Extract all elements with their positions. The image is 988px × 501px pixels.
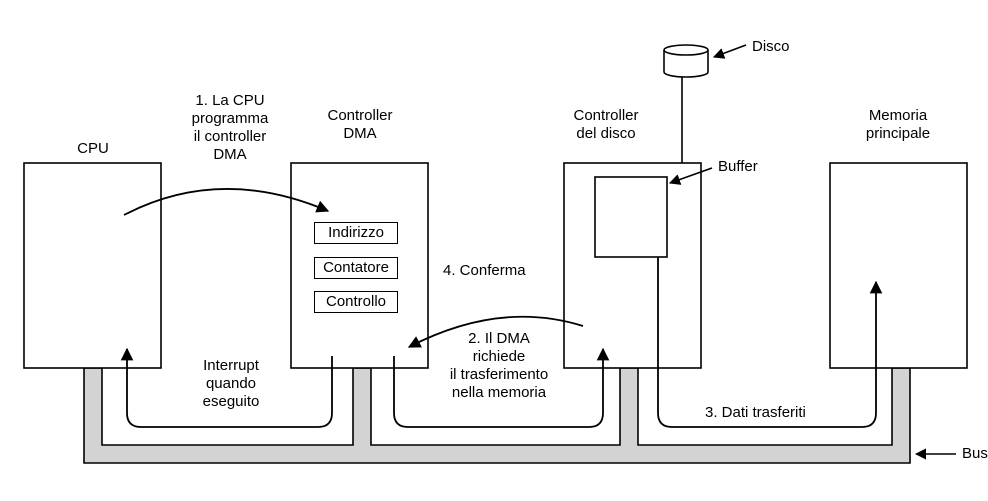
buffer-pointer-arrow <box>668 167 713 185</box>
buffer-box <box>594 176 668 258</box>
cpu-box <box>23 162 162 369</box>
step4-label: 4. Conferma <box>443 262 526 279</box>
cpu-label: CPU <box>77 140 109 157</box>
register-address: Indirizzo <box>314 222 398 244</box>
acknowledge-arrow <box>393 347 610 428</box>
disk-icon <box>663 44 709 78</box>
buffer-label: Buffer <box>718 158 758 175</box>
disk-pointer-arrow <box>712 44 747 59</box>
register-control: Controllo <box>314 291 398 313</box>
step2-arrow <box>407 315 584 348</box>
step3-label: 3. Dati trasferiti <box>705 404 806 421</box>
memory-box <box>829 162 968 369</box>
data-transfer-arrow <box>657 257 883 428</box>
disk-controller-label: Controller del disco <box>573 107 639 142</box>
interrupt-arrow <box>120 347 333 428</box>
register-counter: Contatore <box>314 257 398 279</box>
bus-label: Bus <box>962 445 988 462</box>
memory-label: Memoria principale <box>865 107 931 142</box>
step2-label: 2. Il DMA richiede il trasferimento nell… <box>449 330 549 401</box>
dma-controller-label: Controller DMA <box>327 107 393 142</box>
step1-label: 1. La CPU programma il controller DMA <box>191 92 269 163</box>
interrupt-label: Interrupt quando eseguito <box>202 357 260 410</box>
disk-label: Disco <box>752 38 790 55</box>
step1-arrow <box>123 188 330 216</box>
